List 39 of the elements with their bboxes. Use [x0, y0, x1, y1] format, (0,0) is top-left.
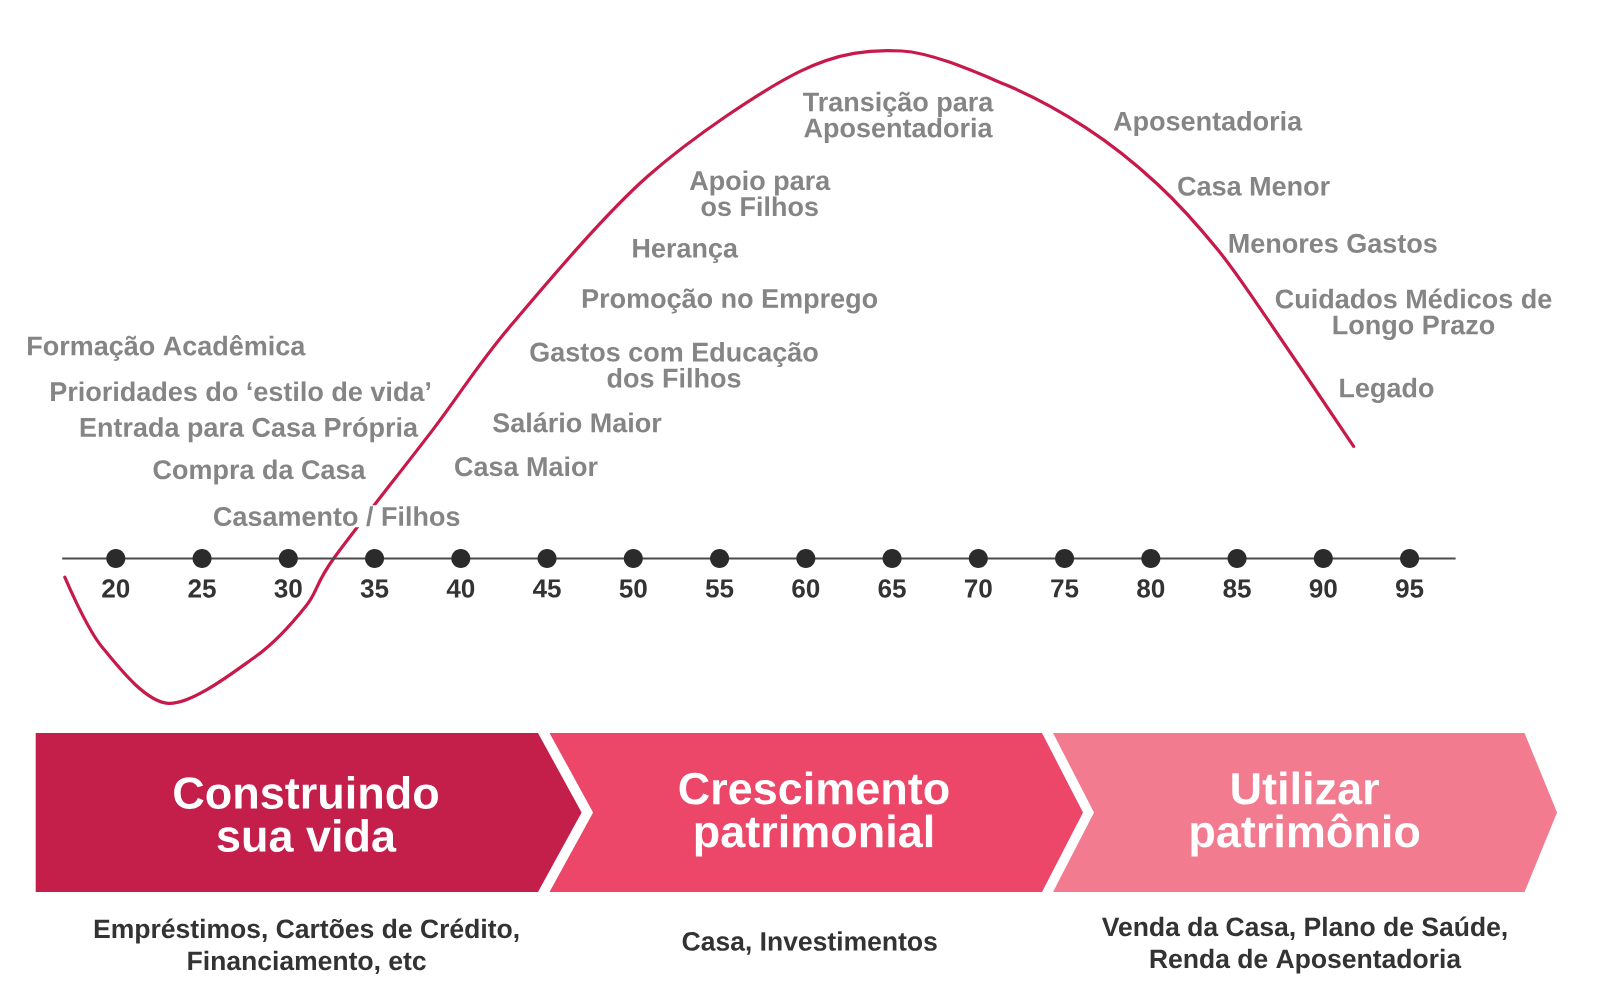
- annotation-label: Casa Menor: [1178, 176, 1330, 196]
- tick-label: 40: [445, 578, 477, 599]
- tick-label: 80: [1135, 578, 1167, 599]
- tick-label: 55: [704, 578, 735, 599]
- annotation-label: Menores Gastos: [1229, 233, 1437, 253]
- tick-label: 95: [1394, 578, 1426, 599]
- annotation-label: Salário Maior: [493, 412, 662, 433]
- annotation-label: Gastos com Educação dos Filhos: [530, 341, 818, 388]
- annotation-label: Legado: [1340, 377, 1434, 403]
- tick-label: 70: [962, 578, 994, 599]
- caption-text: Empréstimos, Cartões de Crédito, Financiamento, etc: [94, 918, 519, 975]
- chevron-banner: Crescimento patrimonial: [549, 733, 1083, 892]
- annotation-label: Casamento / Filhos: [211, 505, 462, 528]
- annotation-label: Cuidados Médicos de Longo Prazo: [1275, 288, 1552, 340]
- annotation-label: Prioridades do ‘estilo de vida’: [51, 381, 431, 402]
- caption-text: Venda da Casa, Plano de Saúde, Renda de Aposentadoria: [1101, 916, 1507, 974]
- annotation-label: Compra da Casa: [153, 459, 366, 485]
- annotation-label: Transição para Aposentadoria: [803, 91, 994, 143]
- caption-text: Casa, Investimentos: [682, 931, 937, 955]
- annotation-label: Herança: [633, 238, 739, 264]
- tick-label: 30: [272, 578, 304, 599]
- chevron-banner: Utilizar patrimônio: [1053, 733, 1557, 892]
- tick-label: 65: [876, 578, 908, 599]
- annotation-label: Formação Acadêmica: [28, 335, 306, 361]
- tick-label: 85: [1221, 578, 1253, 599]
- chevron-banner: Construindo sua vida: [35, 733, 582, 892]
- tick-label: 60: [790, 578, 822, 599]
- tick-label: 20: [100, 578, 132, 599]
- annotation-label: Casa Maior: [455, 456, 598, 477]
- tick-label: 90: [1307, 578, 1339, 599]
- tick-label: 35: [359, 578, 390, 599]
- tick-label: 25: [186, 578, 218, 599]
- annotation-label: Promoção no Emprego: [582, 288, 878, 314]
- tick-label: 50: [617, 578, 649, 599]
- tick-label: 75: [1049, 578, 1080, 599]
- annotation-label: Apoio para os Filhos: [689, 170, 831, 217]
- tick-label: 45: [531, 578, 563, 599]
- annotation-label: Aposentadoria: [1113, 110, 1303, 137]
- annotation-label: Entrada para Casa Própria: [77, 415, 420, 444]
